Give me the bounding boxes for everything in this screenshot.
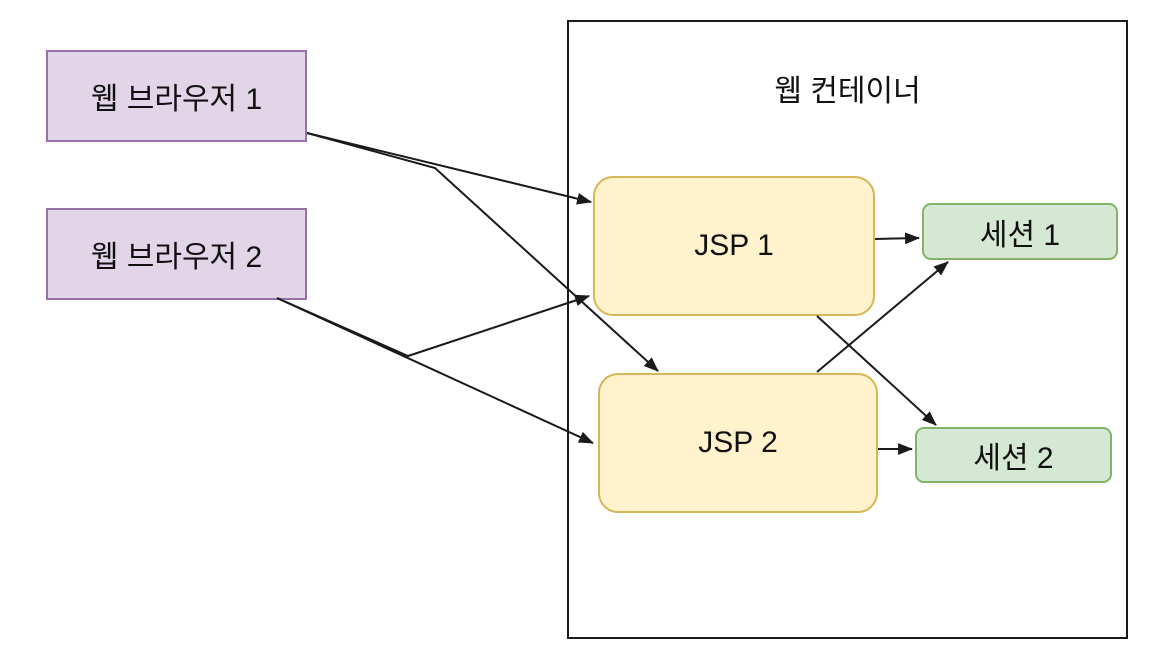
- node-web-browser-1-label: 웹 브라우저 1: [90, 83, 263, 116]
- node-web-browser-2-label: 웹 브라우저 2: [90, 241, 263, 274]
- node-session-1-label: 세션 1: [979, 218, 1061, 252]
- container-title: 웹 컨테이너: [774, 75, 921, 108]
- node-session-1: 세션 1: [922, 203, 1118, 260]
- node-jsp-2: JSP 2: [598, 373, 878, 513]
- node-jsp-2-label: JSP 2: [698, 426, 778, 459]
- node-jsp-1: JSP 1: [593, 176, 875, 316]
- edge-browser1-to-jsp1: [306, 132, 593, 205]
- edge-browser2-to-jsp1: [276, 294, 591, 358]
- node-session-2: 세션 2: [915, 427, 1112, 483]
- node-session-2-label: 세션 2: [973, 442, 1054, 475]
- container-web-container: 웹 컨테이너: [567, 20, 1128, 639]
- node-web-browser-2: 웹 브라우저 2: [46, 208, 307, 300]
- node-jsp-1-label: JSP 1: [694, 229, 774, 262]
- edge-browser2-to-jsp2: [276, 297, 594, 444]
- node-web-browser-1: 웹 브라우저 1: [46, 50, 307, 142]
